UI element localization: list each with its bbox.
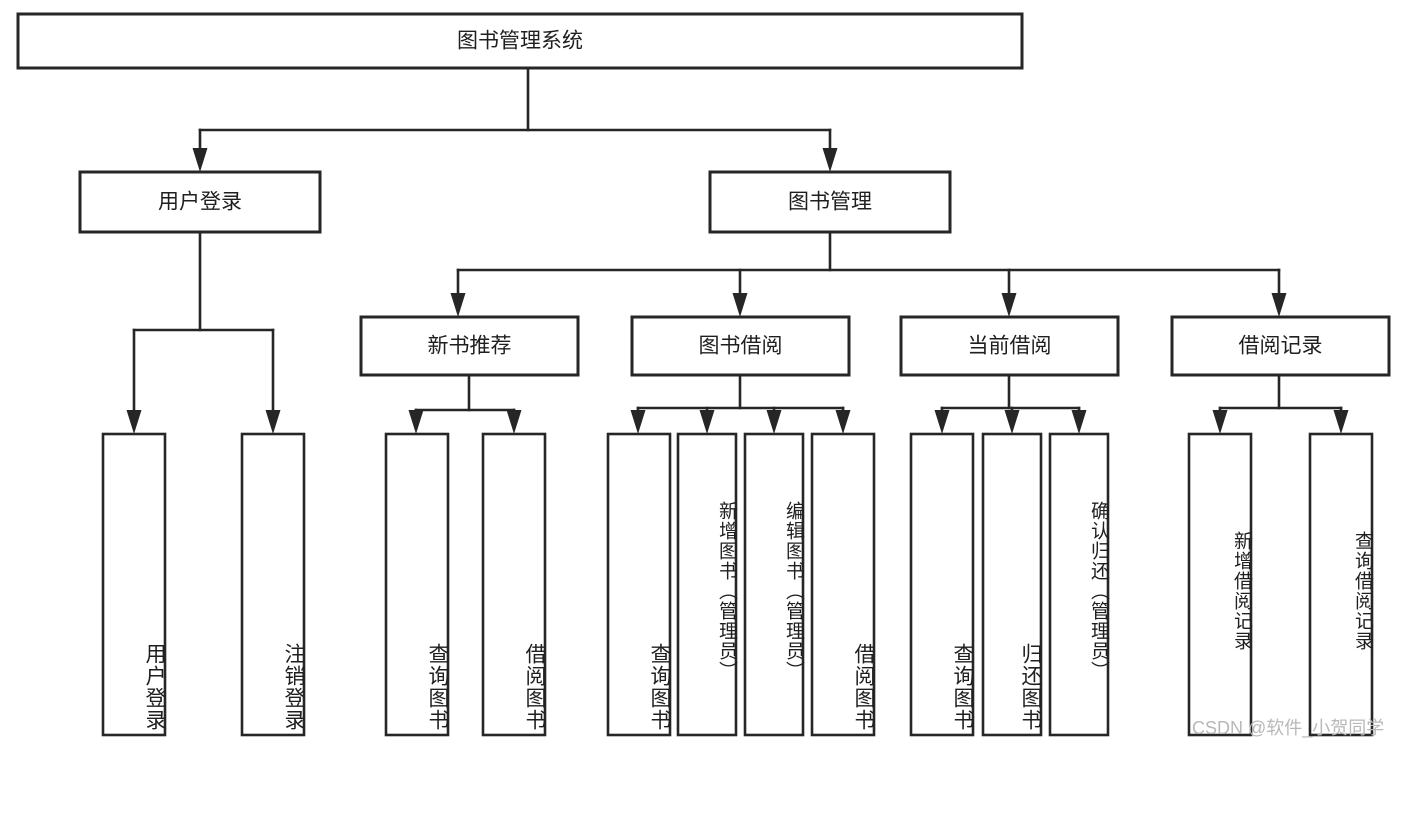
- leaf-node-box-5[interactable]: [676, 432, 738, 737]
- arrow-head-icon: [1071, 410, 1087, 434]
- arrow-head-icon: [934, 410, 950, 434]
- level3-node-label-3: 借阅记录: [1239, 335, 1323, 358]
- leaf-node-box-9[interactable]: [981, 432, 1043, 737]
- arrow-head-icon: [766, 410, 782, 434]
- root-node-box[interactable]: [16, 12, 1024, 70]
- level3-node-label-0: 新书推荐: [428, 335, 512, 358]
- leaf-node-box-4[interactable]: [606, 432, 672, 737]
- level2-node-label-1: 图书管理: [788, 191, 872, 214]
- arrow-head-icon: [1004, 410, 1020, 434]
- level2-node-label-0: 用户登录: [158, 191, 242, 214]
- level3-node-box-3[interactable]: [1170, 315, 1391, 377]
- arrow-head-icon: [265, 410, 281, 434]
- leaf-node-box-12[interactable]: [1308, 432, 1374, 737]
- hierarchy-diagram: 图书管理系统用户登录图书管理新书推荐图书借阅当前借阅借阅记录 用户登录注销登录查…: [16, 12, 1391, 738]
- box-layer: [16, 12, 1391, 737]
- leaf-node-box-0[interactable]: [101, 432, 167, 737]
- arrow-head-icon: [630, 410, 646, 434]
- leaf-node-box-8[interactable]: [909, 432, 975, 737]
- arrow-head-icon: [450, 293, 466, 317]
- arrow-head-icon: [1001, 293, 1017, 317]
- arrow-head-icon: [1333, 410, 1349, 434]
- leaf-node-box-3[interactable]: [481, 432, 547, 737]
- arrow-head-icon: [822, 148, 838, 172]
- leaf-node-box-7[interactable]: [810, 432, 876, 737]
- arrow-head-icon: [1271, 293, 1287, 317]
- level3-node-label-2: 当前借阅: [968, 335, 1052, 358]
- level3-node-box-2[interactable]: [899, 315, 1120, 377]
- root-node-label: 图书管理系统: [457, 30, 583, 53]
- leaf-node-box-11[interactable]: [1187, 432, 1253, 737]
- arrow-head-icon: [192, 148, 208, 172]
- level3-node-label-1: 图书借阅: [699, 335, 783, 358]
- arrow-head-icon: [1212, 410, 1228, 434]
- arrow-head-icon: [699, 410, 715, 434]
- leaf-node-box-1[interactable]: [240, 432, 306, 737]
- level3-node-box-1[interactable]: [630, 315, 851, 377]
- connector-layer: [126, 66, 1349, 434]
- level2-node-box-0[interactable]: [78, 170, 322, 234]
- arrow-head-icon: [835, 410, 851, 434]
- arrow-head-icon: [408, 410, 424, 434]
- arrow-head-icon: [506, 410, 522, 434]
- leaf-node-box-2[interactable]: [384, 432, 450, 737]
- level3-node-box-0[interactable]: [359, 315, 580, 377]
- arrow-head-icon: [126, 410, 142, 434]
- leaf-node-box-6[interactable]: [743, 432, 805, 737]
- level2-node-box-1[interactable]: [708, 170, 952, 234]
- leaf-node-box-10[interactable]: [1048, 432, 1110, 737]
- csdn-watermark: CSDN @软件_小贺同学: [1192, 718, 1385, 738]
- arrow-head-icon: [732, 293, 748, 317]
